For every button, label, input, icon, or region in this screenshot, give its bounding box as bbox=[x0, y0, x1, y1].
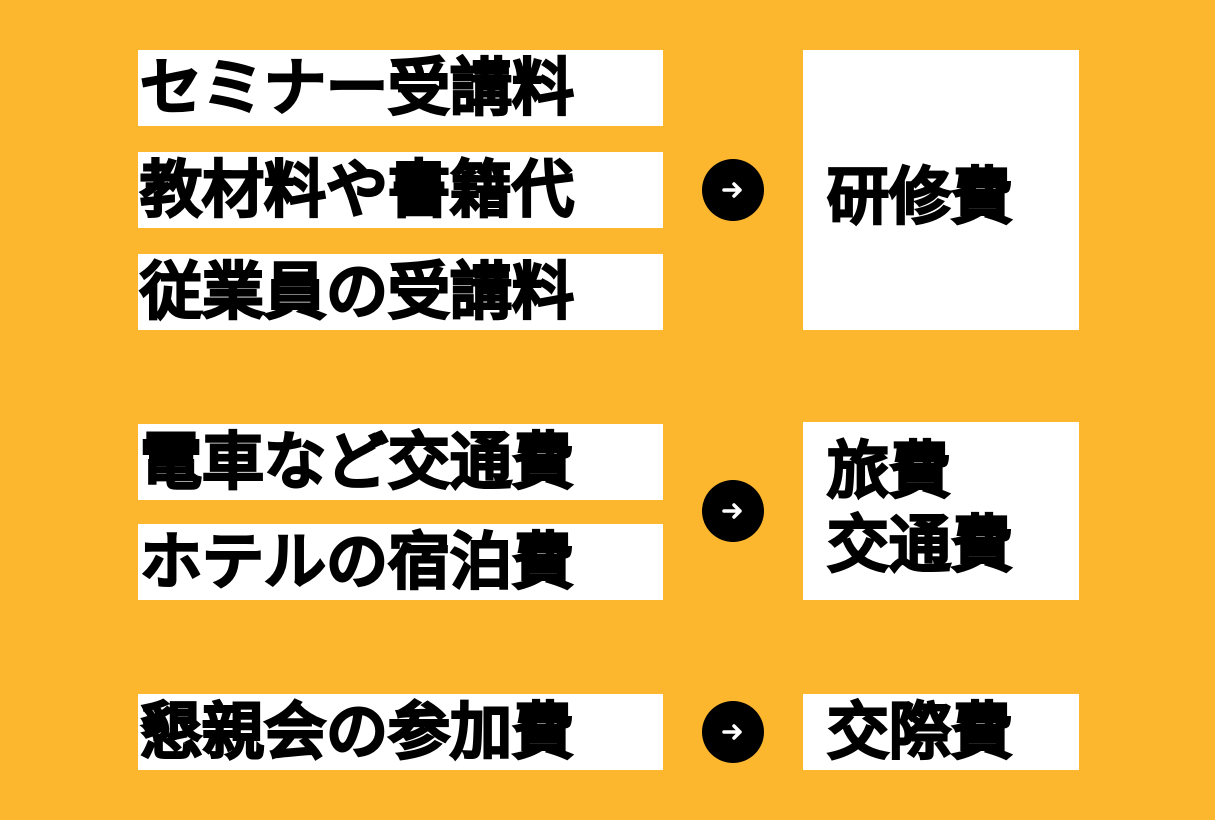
category-box-travel: 旅費 交通費 bbox=[803, 422, 1079, 600]
arrow-glyph bbox=[722, 182, 742, 198]
category-label-transport: 交通費 bbox=[826, 507, 1014, 582]
arrow-glyph bbox=[722, 724, 742, 740]
arrow-right-icon bbox=[702, 480, 764, 542]
arrow-right-icon bbox=[702, 159, 764, 221]
expense-item-social-gathering-fee: 懇親会の参加費 bbox=[138, 694, 663, 770]
expense-item-seminar-fee: セミナー受講料 bbox=[138, 50, 663, 126]
arrow-glyph bbox=[722, 503, 742, 519]
expense-item-employee-course-fee: 従業員の受講料 bbox=[138, 254, 663, 330]
category-label-training: 研修費 bbox=[826, 159, 1014, 234]
arrow-right-icon bbox=[702, 701, 764, 763]
expense-item-materials-books: 教材料や書籍代 bbox=[138, 152, 663, 228]
expense-item-hotel-lodging: ホテルの宿泊費 bbox=[138, 524, 663, 600]
expense-item-train-transport: 電車など交通費 bbox=[138, 424, 663, 500]
category-label-travel: 旅費 bbox=[826, 433, 952, 508]
category-box-entertainment: 交際費 bbox=[803, 694, 1079, 770]
category-label-entertainment: 交際費 bbox=[826, 694, 1014, 769]
category-box-training: 研修費 bbox=[803, 50, 1079, 330]
